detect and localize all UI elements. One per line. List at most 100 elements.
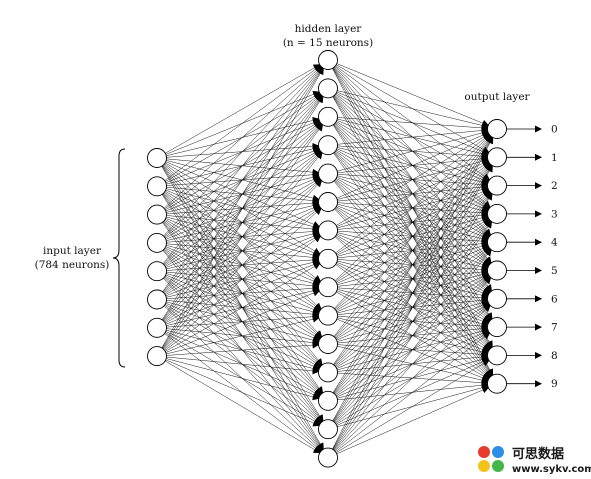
connection-line [166,358,320,401]
output-layer-title: output layer [464,91,530,103]
output-digit-label: 7 [551,322,558,334]
output-neuron [487,260,507,281]
input-neuron [147,317,167,338]
connection-line [163,179,323,350]
output-neuron [487,147,507,168]
hidden-layer-title: hidden layer [295,23,363,35]
hidden-neuron [318,362,338,383]
connection-line [163,207,322,350]
watermark-url: www.sykv.com [512,464,591,475]
connection-line [165,360,321,454]
connection-line [337,126,489,145]
connection-line [332,136,494,450]
output-neuron [487,175,507,196]
input-neuron [147,346,167,367]
connection-line [165,263,321,352]
connection-line [163,66,323,237]
hidden-neuron [318,390,338,411]
hidden-neuron [318,106,338,127]
output-neuron [487,345,507,366]
hidden-neuron [318,305,338,326]
connection-line [164,235,322,351]
input-brace [112,148,126,368]
connection-line [334,134,491,281]
output-digit-label: 0 [551,124,558,136]
input-neuron [147,176,167,197]
input-neuron [147,204,167,225]
connection-line [162,66,323,264]
input-layer-subtitle: (784 neurons) [35,259,110,271]
connection-line [333,135,493,365]
output-neuron [487,119,507,139]
hidden-neuron [318,50,338,70]
connection-line [336,63,490,127]
input-neuron [147,232,167,253]
connection-line [333,135,492,337]
output-digit-label: 9 [551,378,558,390]
connection-line [335,134,491,254]
connection-line [162,123,324,349]
watermark-logo-icon [478,446,504,472]
connection-line [337,90,489,129]
output-neuron [487,317,507,338]
connection-line [161,67,324,320]
connection-line [164,65,322,181]
output-digit-label: 4 [551,237,558,249]
connection-line [337,117,489,132]
output-digit-label: 5 [551,265,558,277]
connection-line [335,332,491,452]
output-digit-label: 2 [551,180,558,192]
connection-line [165,64,321,154]
hidden-neuron [318,447,338,468]
watermark-name: 可思数据 [512,446,564,462]
connection-line [162,66,324,292]
hidden-neuron [318,192,338,212]
input-neuron [147,261,167,282]
hidden-layer-subtitle: (n = 15 neurons) [283,37,373,49]
connection-line [336,386,490,454]
connection-line [332,164,493,450]
input-neuron [147,148,167,168]
connection-line [332,136,493,393]
connection-line [166,341,320,356]
connection-line [166,356,320,375]
hidden-neuron [318,277,338,298]
hidden-neuron [318,248,338,269]
hidden-neuron [318,220,338,241]
connection-line [333,248,492,451]
neurons [147,50,507,468]
hidden-neuron [318,78,338,99]
input-layer-title: input layer [43,245,102,257]
connection-line [162,151,323,349]
output-digit-label: 8 [551,350,558,362]
connection-line [161,95,324,349]
connection-line [332,192,493,450]
connection-line [334,304,491,452]
input-neuron [147,289,167,310]
connection-line [165,359,321,427]
output-neuron [487,373,507,394]
output-arrows: 0 1 2 3 4 5 6 7 8 9 [506,124,558,390]
output-neuron [487,203,507,224]
connection-line [166,315,320,355]
connection-line [163,65,322,209]
output-digit-label: 3 [551,208,558,220]
connection-lines [161,63,494,454]
connection-line [336,133,490,226]
output-neuron [487,232,507,253]
site-watermark: 可思数据 www.sykv.com [478,446,591,475]
connection-line [165,289,321,353]
hidden-neuron [318,163,338,184]
output-neuron [487,288,507,309]
connection-line [333,220,493,450]
connection-line [336,359,490,453]
output-digit-label: 1 [551,152,558,164]
connection-line [334,276,492,451]
hidden-neuron [318,419,338,440]
connection-line [336,131,490,199]
connection-line [332,136,493,422]
output-digit-label: 6 [551,293,558,305]
connection-line [161,67,324,348]
